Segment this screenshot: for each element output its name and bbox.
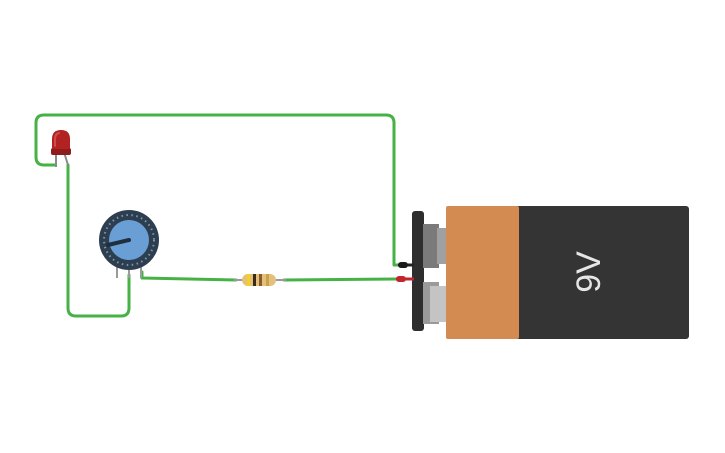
resistor-band-4 — [266, 274, 269, 286]
wire-pot-to-resistor[interactable] — [140, 270, 238, 282]
battery-snap-plate — [412, 211, 424, 331]
wire-led-to-pot[interactable] — [66, 163, 131, 318]
resistor-band-1 — [247, 274, 250, 286]
battery-terminal-top — [423, 224, 439, 268]
battery-connector[interactable] — [396, 262, 414, 282]
resistor-band-2 — [253, 274, 256, 286]
battery-lead-negative-tip — [398, 262, 408, 268]
wire-resistor-to-battery[interactable] — [282, 277, 398, 282]
battery-label-band — [446, 206, 519, 339]
resistor[interactable] — [234, 274, 286, 286]
led[interactable] — [51, 130, 71, 167]
resistor-band-3 — [259, 274, 262, 286]
wire-top-loop[interactable] — [34, 113, 405, 267]
battery-9v[interactable]: 9V — [412, 206, 689, 339]
pot-dial-ticks — [103, 214, 155, 266]
battery-terminal-top-cap — [437, 228, 447, 264]
battery-lead-positive-tip — [396, 276, 406, 282]
led-base — [51, 148, 71, 155]
potentiometer[interactable] — [99, 210, 159, 278]
led-highlight — [54, 132, 60, 147]
battery-terminal-bottom-cap — [430, 286, 447, 322]
battery-voltage-label: 9V — [570, 251, 608, 293]
pot-knob-pointer — [106, 238, 131, 247]
